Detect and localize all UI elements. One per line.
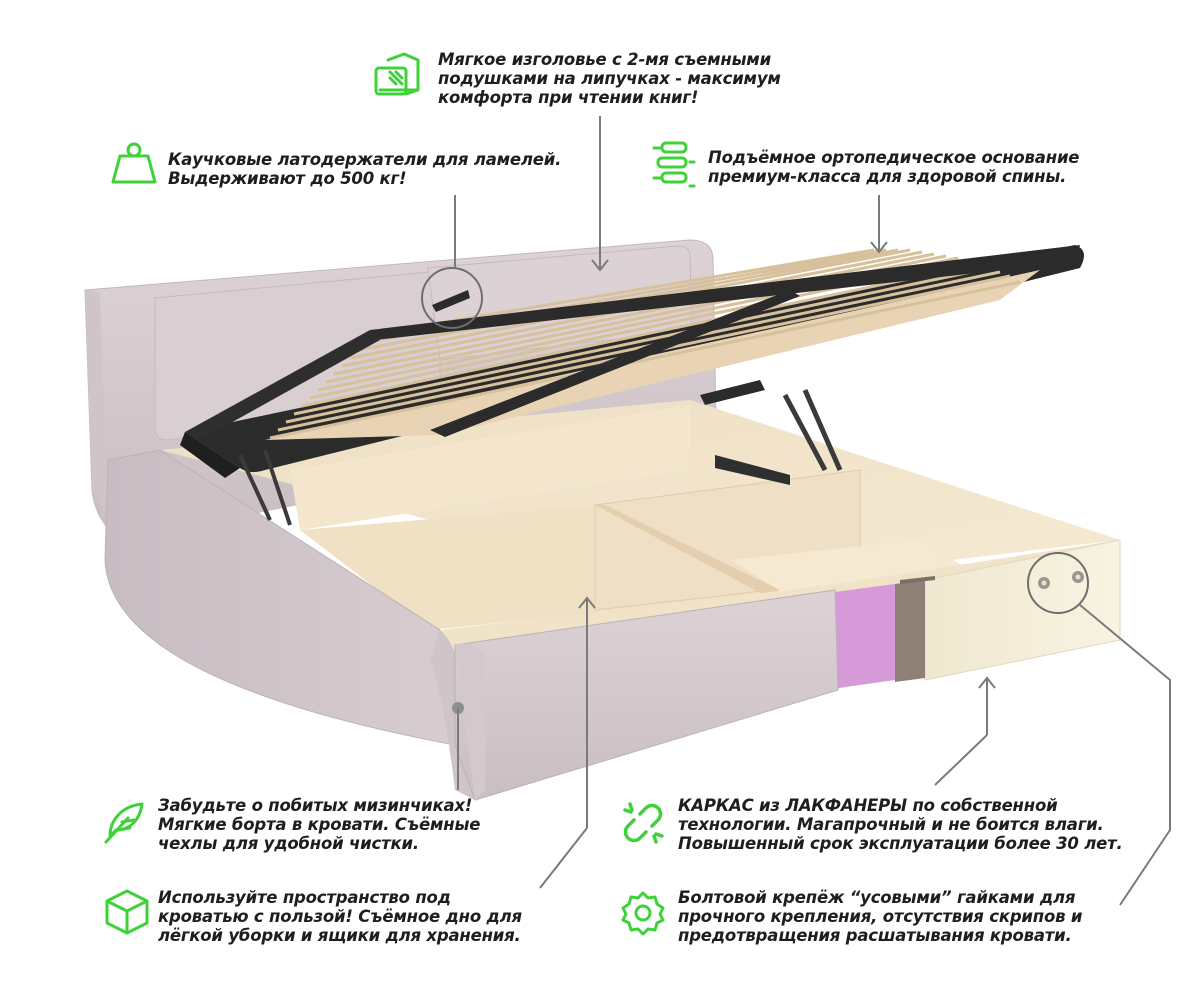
callout-line: комфорта при чтении книг!	[438, 88, 699, 107]
callout-line: Каучковые латодержатели для ламелей.	[168, 150, 562, 169]
callout-base: Подъёмное ортопедическое основание преми…	[708, 148, 1079, 186]
callout-latex-holders: Каучковые латодержатели для ламелей. Выд…	[168, 150, 561, 188]
box-icon	[104, 888, 150, 936]
leader-lines	[454, 116, 1171, 906]
lifted-base	[180, 245, 1084, 526]
callout-line: чехлы для удобной чистки.	[158, 834, 419, 853]
callout-line: Подъёмное ортопедическое основание	[708, 148, 1080, 167]
spine-icon	[650, 140, 696, 190]
callout-line: Используйте пространство под	[158, 888, 451, 907]
callout-line: технологии. Магапрочный и не боится влаг…	[678, 815, 1104, 834]
callout-line: подушками на липучках - максимум	[438, 69, 781, 88]
storage-box	[160, 400, 1121, 720]
side-rail	[104, 449, 839, 801]
callout-line: лёгкой уборки и ящики для хранения.	[158, 926, 521, 945]
callout-line: предотвращения расшатывания кровати.	[678, 926, 1072, 945]
nut-icon	[620, 890, 666, 936]
callout-line: Повышенный срок эксплуатации более 30 ле…	[678, 834, 1123, 853]
material-swatches	[835, 576, 935, 688]
callout-frame: КАРКАС из ЛАКФАНЕРЫ по собственной техно…	[678, 796, 1123, 853]
callout-soft-sides: Забудьте о побитых мизинчиках! Мягкие бо…	[158, 796, 480, 853]
slats	[269, 248, 1021, 440]
weight-icon	[110, 140, 158, 186]
feather-icon	[102, 800, 148, 846]
callout-bolts: Болтовой крепёж “усовыми” гайками для пр…	[678, 888, 1082, 945]
callout-line: Забудьте о побитых мизинчиках!	[158, 796, 473, 815]
callout-line: Мягкие борта в кровати. Съёмные	[158, 815, 481, 834]
callout-storage: Используйте пространство под кроватью с …	[158, 888, 522, 945]
callout-line: кроватью с пользой! Съёмное дно для	[158, 907, 522, 926]
callout-line: премиум-класса для здоровой спины.	[708, 167, 1067, 186]
broken-link-icon	[620, 800, 666, 846]
callout-headboard: Мягкое изголовье с 2-мя съемными подушка…	[438, 50, 781, 107]
callout-line: Мягкое изголовье с 2-мя съемными	[438, 50, 771, 69]
headboard-pillow-icon	[372, 50, 424, 100]
callout-line: прочного крепления, отсутствия скрипов и	[678, 907, 1083, 926]
callout-line: КАРКАС из ЛАКФАНЕРЫ по собственной	[678, 796, 1058, 815]
callout-line: Болтовой крепёж “усовыми” гайками для	[678, 888, 1076, 907]
callout-line: Выдерживают до 500 кг!	[168, 169, 407, 188]
